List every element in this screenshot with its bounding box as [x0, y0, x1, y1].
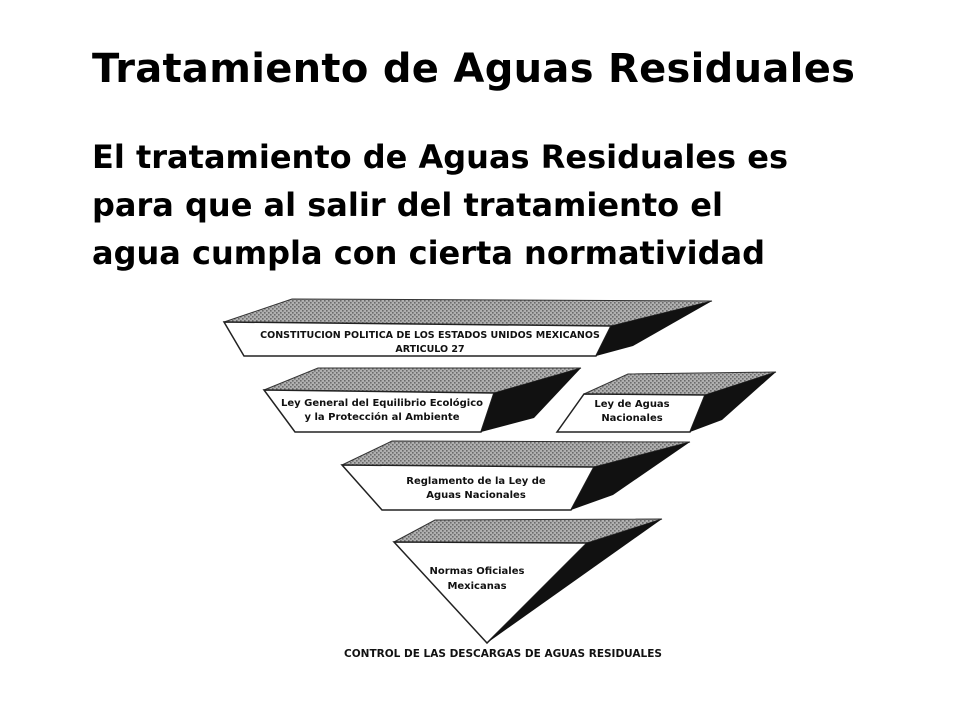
block-reglamento-side [571, 442, 690, 510]
block-constitucion: CONSTITUCION POLITICA DE LOS ESTADOS UNI… [222, 298, 713, 357]
block-normas-side [487, 519, 662, 643]
block-normas: Normas Oficiales Mexicanas [392, 518, 663, 645]
block-constitucion-side [596, 301, 712, 356]
block-reglamento: Reglamento de la Ley de Aguas Nacionales [340, 440, 691, 511]
block-ley-general: Ley General del Equilibrio Ecológico y l… [262, 367, 582, 433]
reglamento-label-2: Aguas Nacionales [426, 490, 526, 501]
block-ley-general-side [481, 368, 581, 432]
ley-aguas-label-2: Nacionales [601, 413, 662, 424]
ley-general-label-2: y la Protección al Ambiente [305, 411, 460, 423]
block-ley-aguas: Ley de Aguas Nacionales [555, 371, 777, 433]
body-line-1: El tratamiento de Aguas Residuales es [92, 138, 788, 176]
slide-title: Tratamiento de Aguas Residuales [92, 46, 856, 92]
ley-aguas-label-1: Ley de Aguas [594, 399, 669, 410]
diagram-caption: CONTROL DE LAS DESCARGAS DE AGUAS RESIDU… [344, 648, 662, 660]
body-line-3: agua cumpla con cierta normatividad [92, 234, 766, 272]
normas-label-1: Normas Oficiales [430, 566, 525, 577]
normas-label-2: Mexicanas [447, 581, 506, 592]
block-reglamento-front [340, 464, 596, 511]
constitucion-label-1: CONSTITUCION POLITICA DE LOS ESTADOS UNI… [260, 330, 600, 341]
body-line-2: para que al salir del tratamiento el [92, 186, 723, 224]
block-ley-aguas-side [690, 372, 776, 432]
reglamento-label-1: Reglamento de la Ley de [406, 476, 546, 487]
constitucion-label-2: ARTICULO 27 [395, 344, 464, 355]
block-ley-general-front [262, 389, 496, 433]
slide-body-text: El tratamiento de Aguas Residuales es pa… [92, 133, 932, 277]
ley-general-label-1: Ley General del Equilibrio Ecológico [281, 397, 483, 409]
